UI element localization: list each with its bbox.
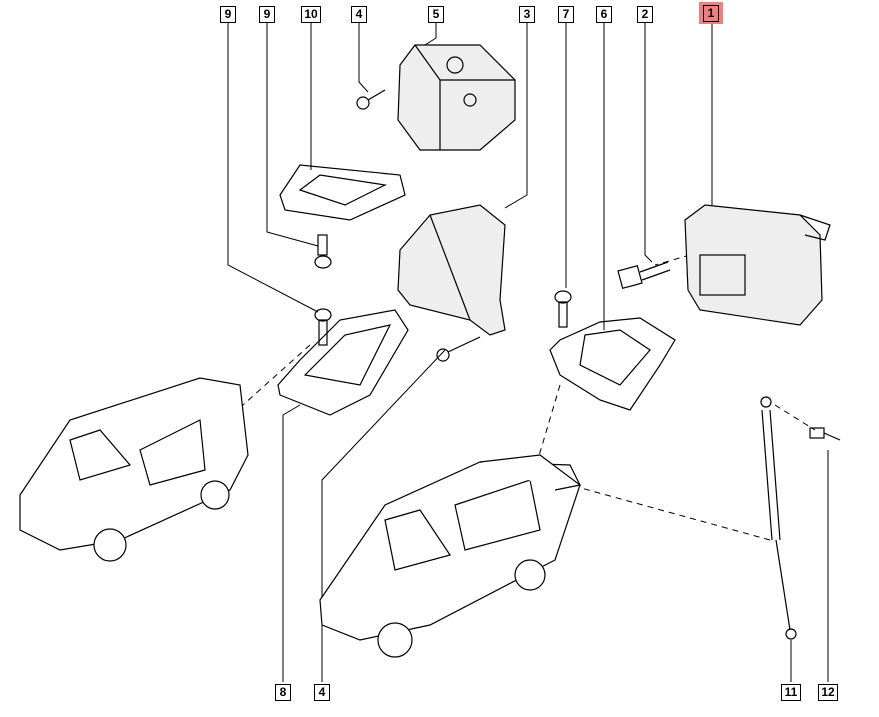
callout-4[interactable]: 4 (351, 6, 367, 23)
callout-9[interactable]: 9 (220, 6, 236, 23)
callout-3[interactable]: 3 (519, 6, 535, 23)
part-3-cover (397, 204, 506, 336)
part-9-bolt-lower (314, 308, 332, 346)
part-8-bracket (277, 309, 409, 416)
callout-10[interactable]: 10 (301, 6, 321, 23)
van-right (319, 454, 582, 658)
callout-11[interactable]: 11 (781, 684, 801, 701)
callout-1-highlighted[interactable]: 1 (703, 5, 719, 22)
part-9-bolt (314, 234, 332, 269)
part-1-handle (684, 204, 831, 326)
part-11-gas-strut (760, 396, 797, 640)
callout-5[interactable]: 5 (428, 6, 444, 23)
callout-2[interactable]: 2 (637, 6, 653, 23)
callout-9-b[interactable]: 9 (259, 6, 275, 23)
callout-7[interactable]: 7 (558, 6, 574, 23)
part-12-stud (809, 427, 841, 441)
dashed-lines (214, 254, 816, 541)
callout-12[interactable]: 12 (818, 684, 838, 701)
part-6-bracket (549, 317, 676, 411)
part-10-bracket (279, 164, 406, 221)
callout-6[interactable]: 6 (596, 6, 612, 23)
van-left (19, 377, 249, 562)
part-7-bolt (554, 290, 572, 328)
part-5-lock (397, 44, 516, 151)
part-2-bolt (617, 261, 671, 290)
part-4-bolt (356, 89, 386, 110)
callout-8[interactable]: 8 (275, 684, 291, 701)
callout-4-bottom[interactable]: 4 (314, 684, 330, 701)
part-4-bolt-lower (436, 336, 481, 362)
